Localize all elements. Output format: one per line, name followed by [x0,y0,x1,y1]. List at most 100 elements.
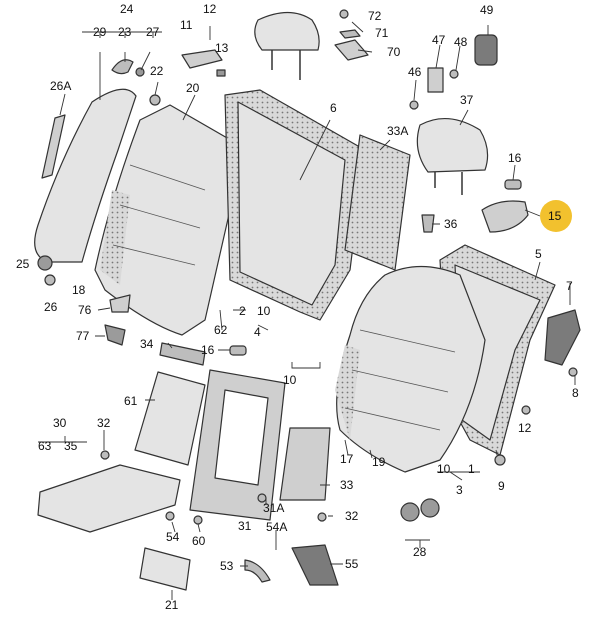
part-21-trim [139,547,191,591]
part-27-clip [135,67,145,77]
part-72-screw [339,9,349,19]
label-49: 49 [480,3,494,17]
label-18: 18 [72,283,86,297]
label-17: 17 [340,452,354,466]
label-47: 47 [432,33,446,47]
part-55-cover [291,544,339,586]
label-7: 7 [566,279,573,293]
part-8-screw [568,367,578,377]
label-36: 36 [444,217,458,231]
part-16-pin-2 [229,345,247,356]
part-53-lever [244,559,271,583]
label-25: 25 [16,257,30,271]
part-33-mechanism [279,427,331,501]
part-36-guide-sleeve [421,214,435,233]
label-20: 20 [186,81,200,95]
label-8: 8 [572,386,579,400]
part-70-bracket [334,39,369,61]
part-61-panel [134,371,206,466]
part-headrest-left [254,11,320,51]
part-28b-cap [420,498,440,518]
part-23-clip [111,59,134,75]
part-49-cap [474,34,498,66]
label-16: 16 [508,151,522,165]
part-13-clip [216,69,226,77]
part-77-clip [104,324,126,346]
part-76-bracket [109,294,131,313]
label-54: 54 [166,530,180,544]
label-21: 21 [165,598,179,612]
highlight-marker-15 [540,200,572,232]
label-1: 1 [468,462,475,476]
part-12-screw [521,405,531,415]
label-60: 60 [192,534,206,548]
label-30: 30 [53,416,67,430]
label-32b: 32 [345,509,359,523]
leader-lines [38,21,576,600]
part-47-guide [427,67,444,93]
part-60-screw [193,515,203,525]
label-48: 48 [454,35,468,49]
label-28: 28 [413,545,427,559]
label-5: 5 [535,247,542,261]
label-26A: 26A [50,79,71,93]
label-29: 29 [93,25,107,39]
label-77: 77 [76,329,90,343]
label-26: 26 [44,300,58,314]
part-11-bracket [181,49,223,69]
label-35: 35 [64,439,78,453]
part-34-trim [159,342,206,366]
part-35-seat-cushion [37,464,181,533]
label-12: 12 [203,2,217,16]
label-19: 19 [372,455,386,469]
label-4: 4 [254,325,261,339]
label-32a: 32 [97,416,111,430]
label-23: 23 [118,25,132,39]
part-26-screw [44,274,56,286]
part-32-screw-b [317,512,327,522]
label-53: 53 [220,559,234,573]
label-9: 9 [498,479,505,493]
part-54-screw [165,511,175,521]
part-32-screw-a [100,450,110,460]
label-27: 27 [146,25,160,39]
label-70: 70 [387,45,401,59]
label-71: 71 [375,26,389,40]
part-9-screw [494,454,506,466]
label-2: 2 [239,304,246,318]
label-22: 22 [150,64,164,78]
label-24: 24 [120,2,134,16]
label-16b: 16 [201,343,215,357]
label-13: 13 [215,41,229,55]
part-16-pin [504,179,522,190]
label-33: 33 [340,478,354,492]
part-26A-side-trim [41,114,66,179]
label-10b: 10 [283,373,297,387]
label-31A: 31A [263,501,284,515]
label-34: 34 [140,337,154,351]
label-11: 11 [180,18,193,32]
label-55: 55 [345,557,359,571]
label-3: 3 [456,483,463,497]
part-48-screw [449,69,459,79]
part-29-side-bolster [34,88,137,263]
label-54A: 54A [266,520,287,534]
label-76: 76 [78,303,92,317]
part-19-backrest [336,266,486,473]
label-33A: 33A [387,124,408,138]
part-7-cover [544,309,581,366]
label-15: 15 [548,209,562,223]
label-62: 62 [214,323,228,337]
part-28a-cap [400,502,420,522]
part-37-headrest [416,117,489,173]
part-20-backrest-side [100,190,130,285]
label-63: 63 [38,439,52,453]
part-25-knob [37,255,53,271]
part-33A-panel [344,134,411,271]
label-12b: 12 [518,421,532,435]
part-labels: 24 29 23 27 11 12 13 72 71 70 47 48 49 2… [16,2,579,612]
label-37: 37 [460,93,474,107]
label-10: 10 [257,304,271,318]
